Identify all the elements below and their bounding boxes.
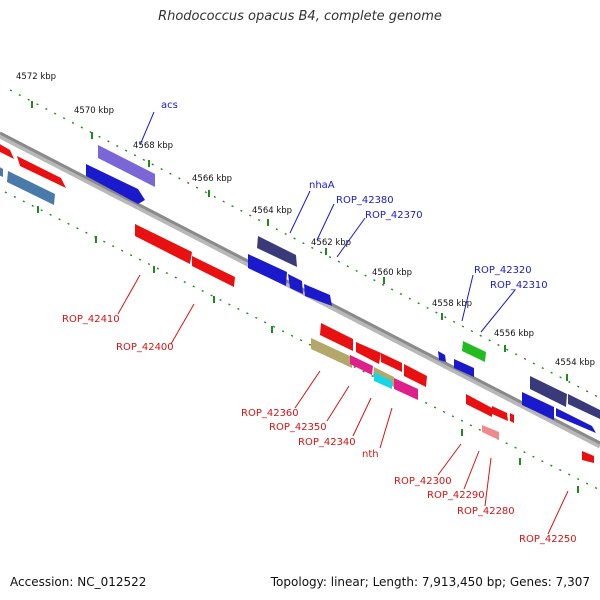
topology-value: linear;	[330, 575, 369, 589]
gene-arrow	[17, 156, 66, 188]
scale-label: 4554 kbp	[555, 358, 595, 368]
label-line-ROP_42350	[326, 385, 350, 422]
scale-labels: 4572 kbp 4570 kbp 4568 kbp 4566 kbp 4564…	[16, 72, 595, 368]
gene-arrow	[374, 372, 392, 389]
gene-label: ROP_42250	[519, 534, 577, 545]
label-line-ROP_42340	[352, 397, 372, 437]
gene-arrow	[0, 144, 14, 159]
accession-label: Accession:	[10, 575, 74, 589]
gene-label: ROP_42360	[241, 408, 299, 419]
genes-value: 7,307	[555, 575, 590, 589]
reverse-track-axis	[4, 191, 600, 491]
gene-acs-box	[98, 145, 155, 187]
gene-arrow	[304, 284, 332, 306]
gene-arrow	[7, 171, 55, 205]
gene-arrow	[404, 364, 427, 387]
scale-label: 4568 kbp	[133, 141, 173, 151]
topology-label: Topology:	[270, 575, 327, 589]
gene-arrow	[568, 394, 600, 419]
scale-axis	[9, 89, 600, 399]
genome-summary: Topology: linear; Length: 7,913,450 bp; …	[271, 575, 590, 589]
gene-arrow	[530, 376, 567, 407]
map-title: Rhodococcus opacus B4, complete genome	[158, 9, 442, 24]
reverse-genes	[135, 224, 594, 463]
gene-label: ROP_42290	[427, 490, 485, 501]
gene-arrow	[522, 392, 554, 420]
gene-arrow	[582, 451, 594, 463]
scale-ticks	[31, 101, 568, 381]
label-line-ROP_42360	[294, 370, 321, 409]
accession-info: Accession: NC_012522	[10, 575, 146, 589]
scale-label: 4558 kbp	[432, 299, 472, 309]
gene-arrow	[192, 256, 235, 287]
gene-label: ROP_42320	[474, 265, 532, 276]
gene-arrow	[320, 323, 353, 351]
gene-label: ROP_42370	[365, 210, 423, 221]
gene-arrow	[381, 353, 402, 372]
scale-label: 4572 kbp	[16, 72, 56, 82]
scale-label: 4570 kbp	[74, 106, 114, 116]
label-line-acs	[139, 111, 155, 146]
scale-label: 4562 kbp	[311, 238, 351, 248]
forward-genes	[0, 144, 600, 433]
gene-label: acs	[161, 100, 178, 111]
forward-labels: acs nhaA ROP_42380 ROP_42370 ROP_42320 R…	[161, 100, 548, 291]
label-lines	[117, 111, 569, 535]
label-line-nth	[379, 407, 393, 449]
scale-label: 4560 kbp	[372, 268, 412, 278]
gene-arrow	[0, 167, 3, 177]
length-label: Length:	[372, 575, 419, 589]
gene-arrow	[556, 408, 596, 433]
reverse-labels: ROP_42410 ROP_42400 ROP_42360 ROP_42350 …	[62, 314, 577, 545]
accession-value: NC_012522	[77, 575, 147, 589]
label-line-ROP_42380	[316, 203, 335, 241]
label-line-ROP_42300	[437, 443, 462, 476]
gene-label: ROP_42380	[336, 195, 394, 206]
label-line-nhaA	[289, 190, 311, 234]
gene-arrow	[454, 359, 474, 377]
scale-label: 4566 kbp	[192, 174, 232, 184]
gene-arrow	[248, 254, 287, 286]
gene-label: ROP_42400	[116, 342, 174, 353]
gene-label: ROP_42350	[269, 422, 327, 433]
gene-label: nth	[362, 449, 379, 460]
label-line-ROP_42320	[461, 274, 474, 322]
gene-arrow	[350, 355, 373, 375]
gene-arrow	[510, 413, 514, 423]
gene-label: ROP_42410	[62, 314, 120, 325]
gene-arrow	[394, 378, 418, 400]
label-line-ROP_42280	[484, 457, 492, 507]
gene-label: ROP_42280	[457, 506, 515, 517]
gene-arrow	[356, 342, 381, 364]
gene-arrow	[288, 274, 303, 294]
reverse-track-ticks	[37, 206, 579, 493]
gene-label: ROP_42310	[490, 280, 548, 291]
gene-pink-box	[482, 425, 499, 440]
label-line-ROP_42310	[480, 289, 516, 333]
gene-nhaA-box	[257, 236, 297, 267]
gene-label: nhaA	[309, 180, 335, 191]
label-line-ROP_42370	[336, 217, 366, 258]
gene-arrow	[492, 406, 508, 421]
label-line-ROP_42410	[117, 274, 141, 315]
gene-arrow	[135, 224, 192, 264]
gene-arrow	[466, 394, 492, 417]
gene-arrow	[438, 351, 446, 362]
label-line-ROP_42250	[547, 490, 569, 535]
gene-olive-box	[311, 338, 352, 368]
gene-green-box	[462, 341, 486, 362]
scale-label: 4556 kbp	[494, 329, 534, 339]
label-line-ROP_42400	[170, 303, 195, 345]
label-line-ROP_42290	[463, 450, 480, 490]
genes-label: Genes:	[509, 575, 552, 589]
scale-label: 4564 kbp	[252, 206, 292, 216]
gene-arrow	[86, 164, 145, 204]
gene-label: ROP_42340	[298, 437, 356, 448]
gene-label: ROP_42300	[394, 476, 452, 487]
length-value: 7,913,450 bp;	[421, 575, 507, 589]
